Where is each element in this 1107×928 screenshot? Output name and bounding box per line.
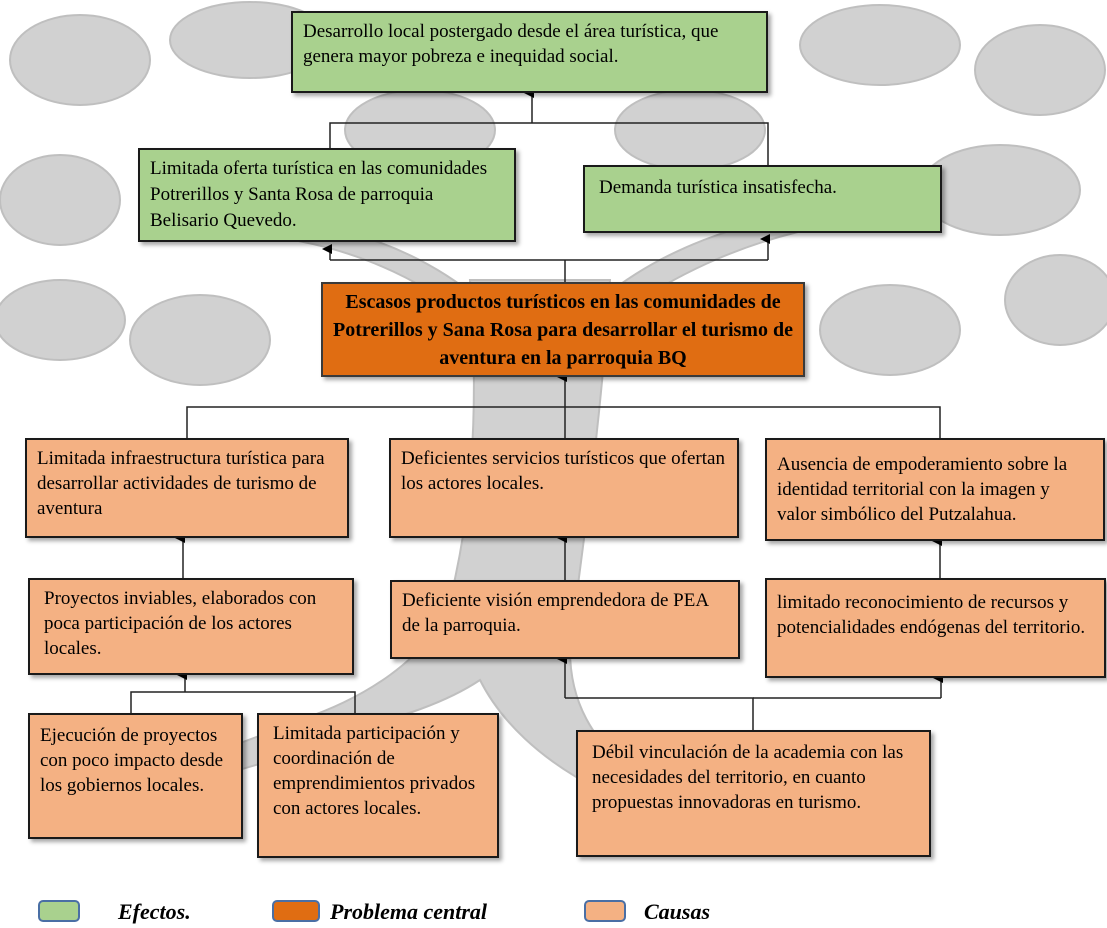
legend-label-causas: Causas: [644, 899, 711, 924]
cause-level3-mid-box: Limitada participación y coordinación de…: [257, 713, 499, 858]
effect-right-box: Demanda turística insatisfecha.: [583, 165, 942, 233]
legend-swatch-causas: [584, 900, 626, 922]
tree-leaf: [819, 284, 961, 376]
cause-level3-mid-text: Limitada participación y coordinación de…: [273, 723, 476, 819]
effect-top-text: Desarrollo local postergado desde el áre…: [303, 21, 719, 67]
cause-level2-mid-box: Deficiente visión emprendedora de PEA de…: [390, 580, 740, 659]
effect-left-box: Limitada oferta turística en las comunid…: [138, 148, 516, 242]
tree-leaf: [799, 4, 961, 86]
central-problem-text: Escasos productos turísticos en las comu…: [333, 291, 793, 369]
connector-l3-left-pair: [130, 691, 356, 713]
tree-leaf: [0, 154, 121, 246]
connector-l3-right: [565, 697, 754, 730]
cause-level3-left-box: Ejecución de proyectos con poco impacto …: [28, 713, 243, 839]
legend-label-efectos: Efectos.: [118, 899, 191, 924]
effect-left-text: Limitada oferta turística en las comunid…: [150, 158, 488, 231]
effect-top-box: Desarrollo local postergado desde el áre…: [291, 11, 768, 93]
tree-leaf: [0, 279, 126, 361]
effect-right-text: Demanda turística insatisfecha.: [599, 177, 837, 198]
legend-swatch-efectos: [38, 900, 80, 922]
cause-level1-mid-box: Deficientes servicios turísticos que ofe…: [389, 438, 739, 538]
cause-level1-left-text: Limitada infraestructura turística para …: [37, 448, 325, 519]
cause-level1-mid-text: Deficientes servicios turísticos que ofe…: [401, 448, 725, 494]
tree-leaf: [1004, 254, 1107, 346]
legend-swatch-problema-central: [272, 900, 320, 922]
cause-level1-left-box: Limitada infraestructura turística para …: [25, 438, 349, 538]
cause-level2-right-text: limitado reconocimiento de recursos y po…: [777, 592, 1086, 638]
cause-level1-right-text: Ausencia de empoderamiento sobre la iden…: [777, 454, 1068, 525]
tree-leaf: [129, 294, 271, 386]
cause-level3-left-text: Ejecución de proyectos con poco impacto …: [40, 725, 224, 796]
connector-effects-to-top: [329, 122, 769, 165]
connector-causes-to-central: [186, 406, 941, 438]
cause-level3-right-text: Débil vinculación de la academia con las…: [592, 742, 904, 813]
cause-level2-mid-text: Deficiente visión emprendedora de PEA de…: [402, 590, 709, 636]
cause-level2-left-box: Proyectos inviables, elaborados con poca…: [28, 578, 354, 675]
tree-leaf: [974, 24, 1106, 116]
cause-level3-right-box: Débil vinculación de la academia con las…: [576, 730, 931, 857]
cause-level2-right-box: limitado reconocimiento de recursos y po…: [765, 578, 1106, 678]
tree-leaf: [9, 14, 151, 106]
cause-level2-left-text: Proyectos inviables, elaborados con poca…: [44, 588, 317, 659]
legend-label-problema-central: Problema central: [330, 899, 488, 924]
cause-level1-right-box: Ausencia de empoderamiento sobre la iden…: [765, 438, 1105, 541]
central-problem-box: Escasos productos turísticos en las comu…: [321, 282, 805, 377]
